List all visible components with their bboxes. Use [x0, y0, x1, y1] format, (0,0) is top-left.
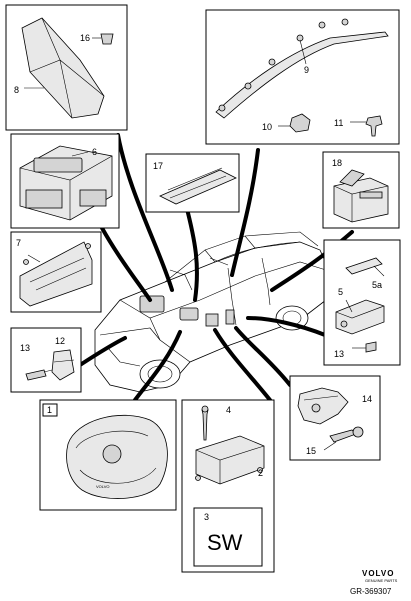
- callout-10: 10: [262, 122, 272, 132]
- box-srs-module: [181, 399, 275, 573]
- callout-12: 12: [55, 336, 65, 346]
- reference-code: GR-369307: [350, 587, 392, 596]
- box-curtain-airbag: [205, 9, 400, 145]
- box-pressure-sensor: [289, 375, 381, 461]
- callout-2: 2: [258, 468, 263, 478]
- box-passenger-airbag: [10, 133, 120, 229]
- box-control-module: [322, 151, 400, 229]
- callout-4: 4: [226, 405, 231, 415]
- brand-logo-text: VOLVO: [362, 569, 394, 578]
- box-side-sensor: [323, 239, 401, 366]
- callout-9: 9: [304, 65, 309, 75]
- callout-6: 6: [92, 147, 97, 157]
- svg-text:VOLVO: VOLVO: [96, 484, 110, 489]
- box-label: [145, 153, 240, 213]
- callout-13-left: 13: [20, 343, 30, 353]
- branding: VOLVO GENUINE PARTS GR-369307: [350, 569, 398, 596]
- car-illustration: [94, 231, 329, 393]
- callout-18: 18: [332, 158, 342, 168]
- callout-1-frame: [42, 403, 58, 417]
- callout-13-right: 13: [334, 349, 344, 359]
- callout-16: 16: [80, 33, 90, 43]
- box-knee-panel: [10, 231, 102, 313]
- callout-14: 14: [362, 394, 372, 404]
- software-box: [193, 507, 263, 567]
- callout-17: 17: [153, 161, 163, 171]
- callout-5: 5: [338, 287, 343, 297]
- brand-tagline: GENUINE PARTS: [365, 578, 398, 583]
- box-steering-airbag: VOLVO: [39, 399, 177, 511]
- callout-7: 7: [16, 238, 21, 248]
- callout-11: 11: [334, 118, 343, 128]
- callout-3: 3: [204, 512, 209, 522]
- callouts: 16 8 9 10 11 6 17 18 7 5a 5 13 12 13 14 …: [14, 33, 382, 555]
- callout-5a: 5a: [372, 280, 382, 290]
- box-front-sensor: [10, 327, 82, 393]
- software-label: SW: [207, 530, 243, 555]
- box-cover-panel: [5, 4, 128, 131]
- callout-15: 15: [306, 446, 316, 456]
- callout-8: 8: [14, 85, 19, 95]
- callout-1: 1: [47, 405, 52, 415]
